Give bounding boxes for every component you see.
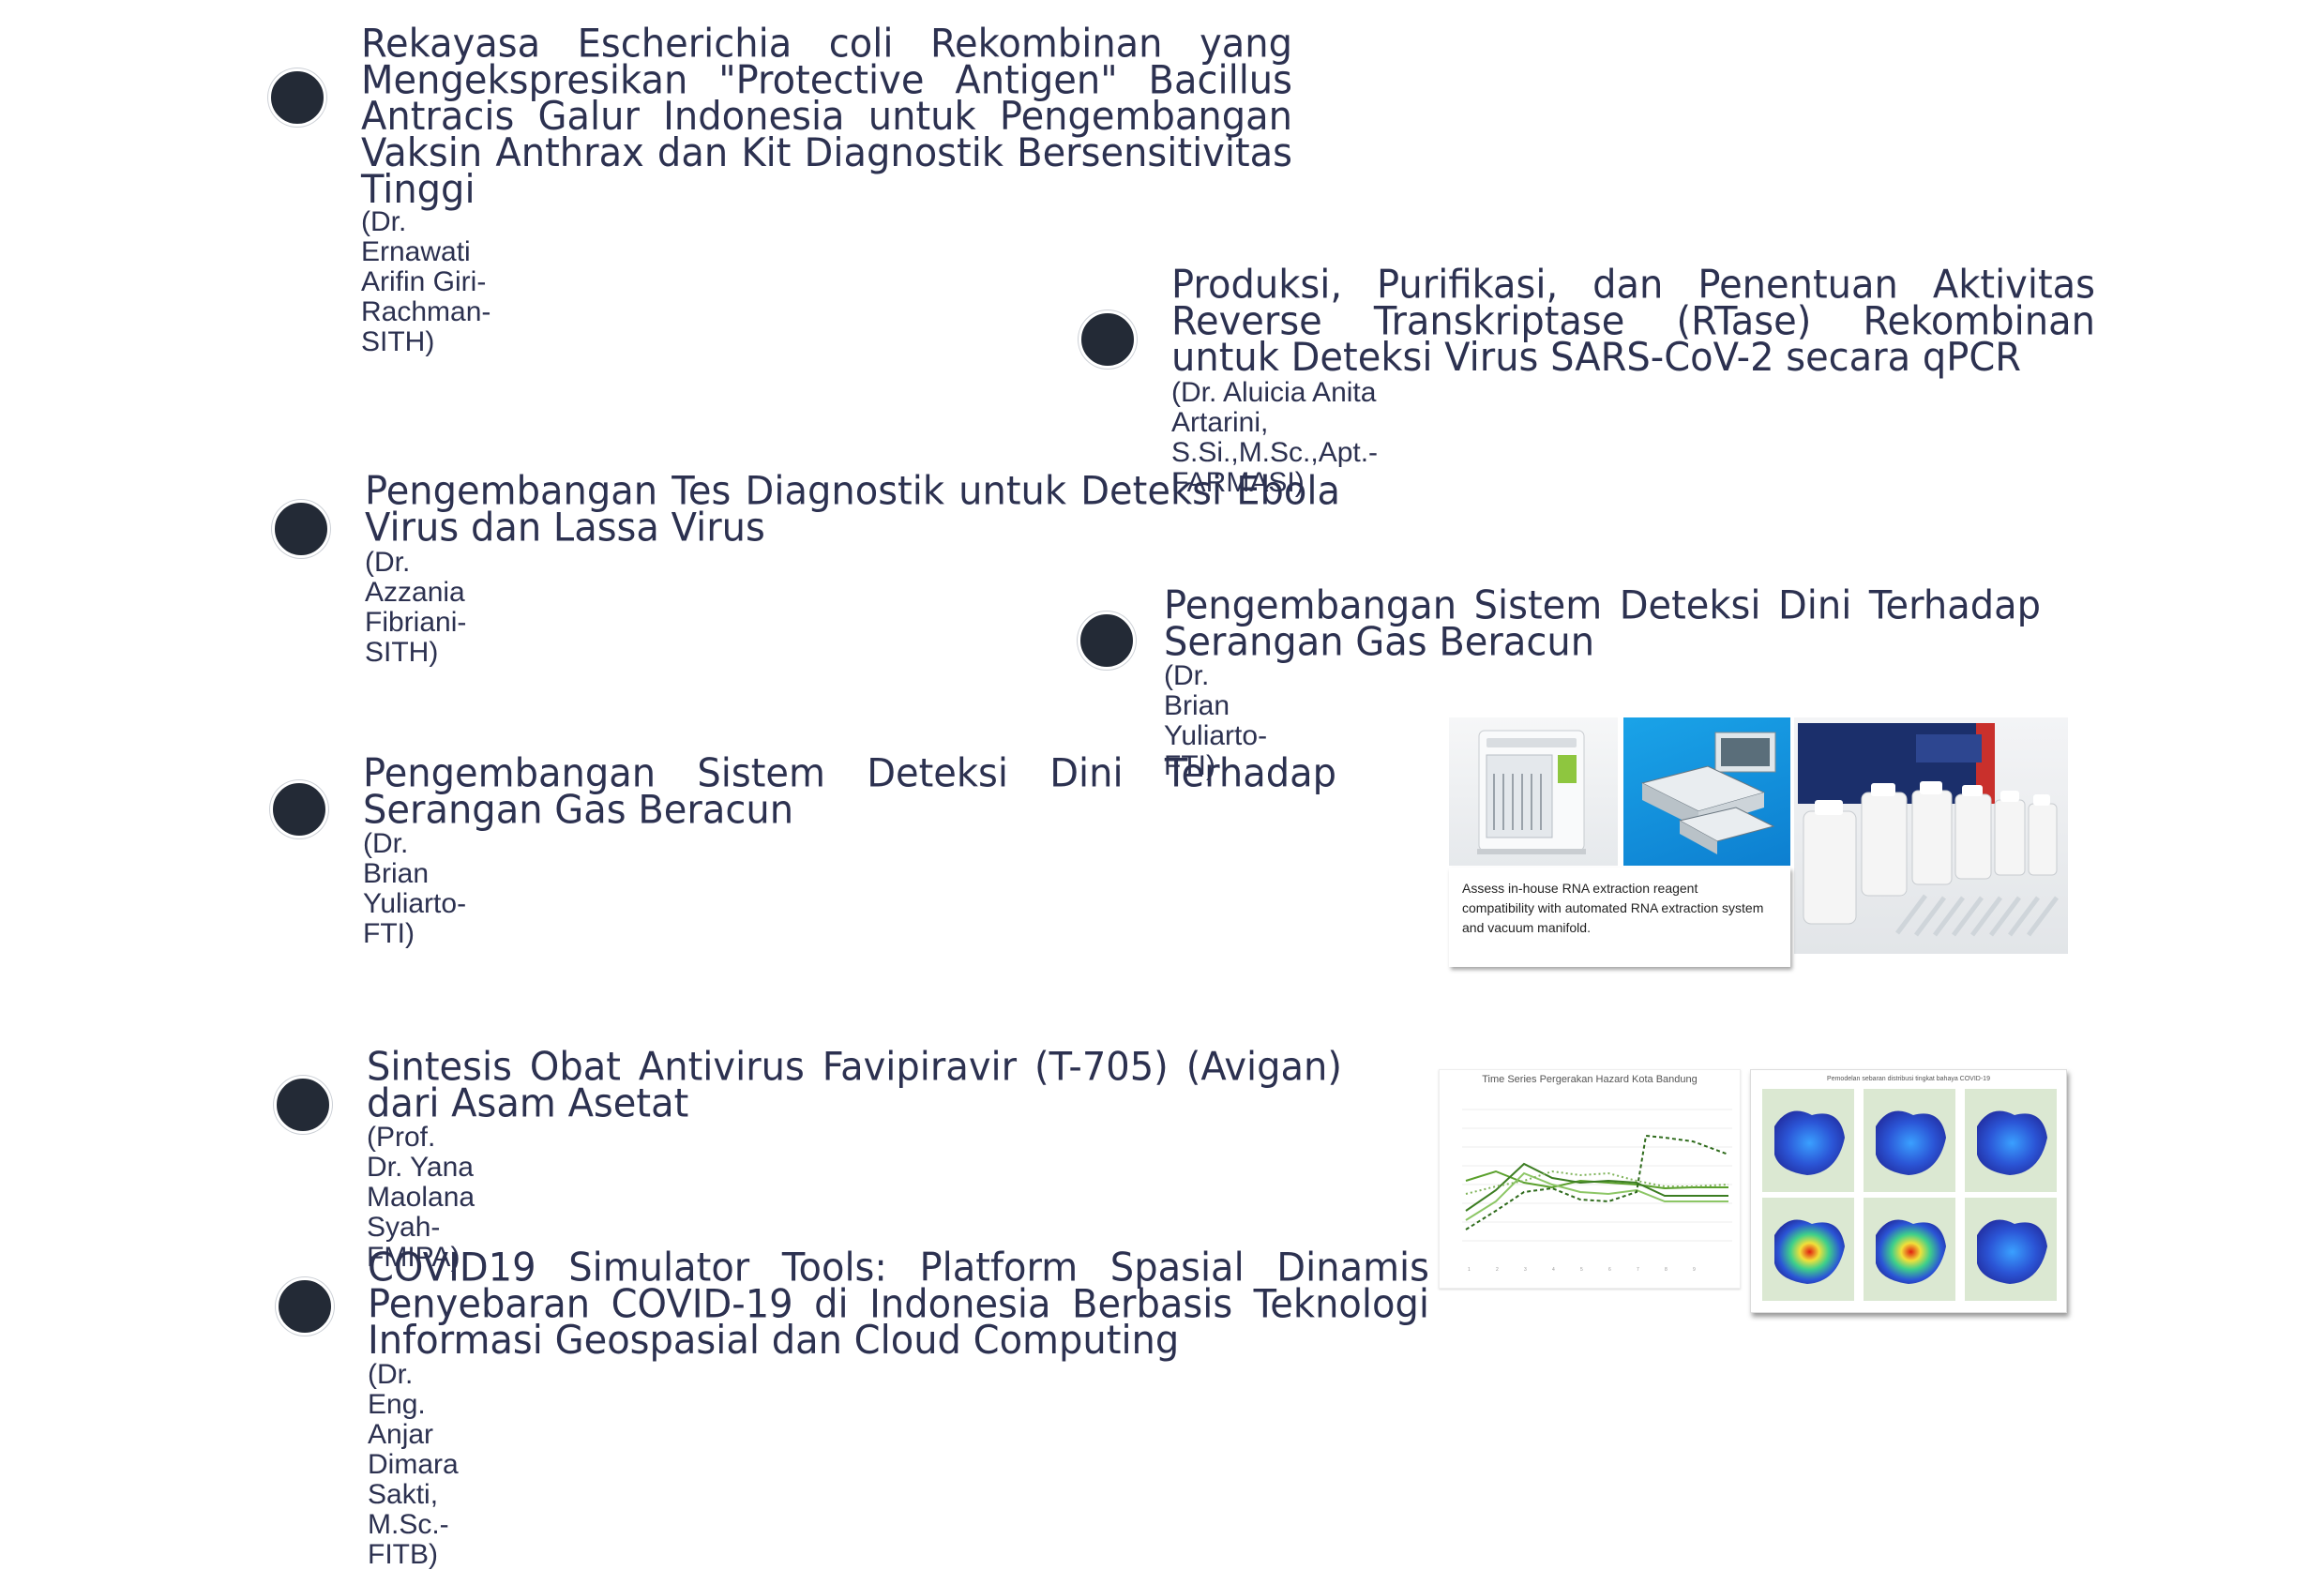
caption-line: and vacuum manifold. [1462, 920, 1591, 935]
svg-text:3: 3 [1524, 1267, 1527, 1273]
vacuum-manifold-image [1623, 717, 1790, 866]
rna-extraction-figure: Assess in-house RNA extraction reagent c… [1449, 717, 2068, 967]
project-author: (Dr. Brian Yuliarto-FTI) [363, 828, 467, 949]
bullet-icon [274, 1076, 332, 1134]
bullet-icon [270, 780, 328, 838]
svg-text:1: 1 [1468, 1267, 1471, 1273]
project-author: (Dr. Brian Yuliarto-FTI) [1164, 660, 1268, 781]
chart-title: Time Series Pergerakan Hazard Kota Bandu… [1482, 1074, 1698, 1085]
project-author: (Dr. Ernawati Arifin Giri-Rachman-SITH) [361, 206, 491, 357]
project-title: Pengembangan Sistem Deteksi Dini Terhada… [363, 750, 1336, 833]
hazard-timeseries-chart: Time Series Pergerakan Hazard Kota Bandu… [1439, 1069, 1741, 1289]
bullet-icon [268, 68, 326, 127]
covid-simulation-figure: Time Series Pergerakan Hazard Kota Bandu… [1439, 1069, 2067, 1313]
bullet-icon [1079, 310, 1137, 369]
bullet-icon [1078, 611, 1136, 670]
project-title: Sintesis Obat Antivirus Favipiravir (T-7… [367, 1044, 1342, 1126]
reagent-kit-image [1794, 717, 2068, 954]
project-title: Rekayasa Escherichia coli Rekombinan yan… [361, 21, 1292, 213]
project-author: (Prof. Dr. Yana Maolana Syah-FMIPA) [367, 1122, 475, 1273]
svg-text:9: 9 [1693, 1267, 1696, 1273]
maps-title: Pemodelan sebaran distribusi tingkat bah… [1827, 1076, 1990, 1082]
svg-text:8: 8 [1665, 1267, 1668, 1273]
figure-caption: Assess in-house RNA extraction reagent c… [1449, 868, 1790, 967]
caption-line: Assess in-house RNA extraction reagent [1462, 881, 1698, 896]
project-title: Pengembangan Sistem Deteksi Dini Terhada… [1164, 582, 2041, 665]
project-title: COVID19 Simulator Tools: Platform Spasia… [368, 1245, 1429, 1364]
hazard-distribution-maps: Pemodelan sebaran distribusi tingkat bah… [1750, 1069, 2067, 1313]
project-author: (Dr. Azzania Fibriani-SITH) [365, 547, 467, 668]
bullet-icon [276, 1277, 334, 1336]
caption-line: compatibility with automated RNA extract… [1462, 900, 1764, 915]
svg-text:2: 2 [1496, 1267, 1499, 1273]
svg-text:7: 7 [1637, 1267, 1639, 1273]
project-title: Pengembangan Tes Diagnostik untuk Deteks… [365, 468, 1340, 551]
bullet-icon [272, 500, 330, 558]
svg-text:5: 5 [1580, 1267, 1583, 1273]
extraction-instrument-image [1449, 717, 1618, 866]
project-author: (Dr. Eng. Anjar Dimara Sakti, M.Sc.-FITB… [368, 1359, 459, 1570]
svg-text:4: 4 [1552, 1267, 1555, 1273]
project-author: (Dr. Aluicia Anita Artarini, S.Si.,M.Sc.… [1171, 377, 1379, 498]
project-title: Produksi, Purifikasi, dan Penentuan Akti… [1171, 262, 2095, 381]
svg-text:6: 6 [1608, 1267, 1611, 1273]
